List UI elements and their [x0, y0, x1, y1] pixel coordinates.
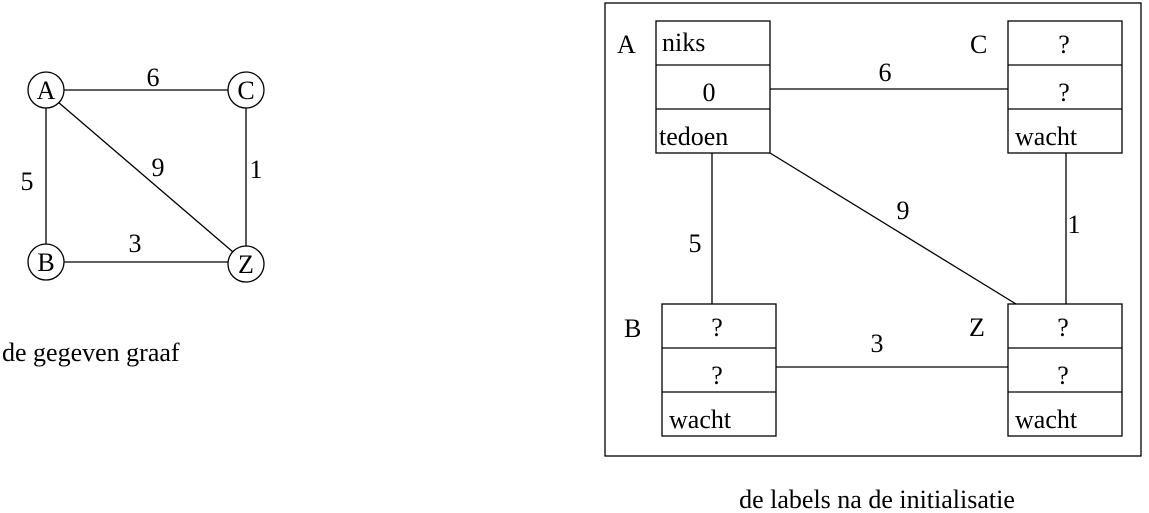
label-weight-c-z: 1	[1068, 210, 1081, 239]
label-edge-a-z	[769, 152, 1017, 305]
label-box-c-dist: ?	[1058, 78, 1070, 107]
graph-weight-c-z: 1	[250, 155, 263, 184]
labels-frame	[604, 2, 1142, 457]
graph-weight-a-c: 6	[147, 63, 160, 92]
label-box-b-name: B	[624, 314, 641, 343]
label-box-a-status: tedoen	[659, 122, 728, 151]
label-box-c-status: wacht	[1015, 122, 1078, 151]
label-weight-a-c: 6	[879, 58, 892, 87]
graph-caption: de gegeven graaf	[2, 338, 180, 367]
label-box-z-status: wacht	[1015, 405, 1078, 434]
graph-node-a: A	[27, 71, 65, 109]
label-box-a-prev: niks	[662, 28, 705, 57]
graph-node-z-label: Z	[238, 250, 254, 279]
label-box-z-name: Z	[969, 313, 985, 342]
graph-weight-a-z: 9	[152, 153, 165, 182]
given-graph: A C B Z 6 5 9 1 3 de gegeven graaf	[2, 63, 265, 367]
graph-edge-a-z	[57, 101, 234, 253]
graph-weight-a-b: 5	[21, 167, 34, 196]
label-box-c: C ? ? wacht	[970, 20, 1123, 154]
label-box-z-prev: ?	[1057, 313, 1069, 342]
graph-node-b: B	[27, 243, 65, 281]
labels-caption: de labels na de initialisatie	[739, 485, 1015, 513]
label-box-c-prev: ?	[1058, 30, 1070, 59]
label-box-z-dist: ?	[1057, 361, 1069, 390]
label-box-b-status: wacht	[669, 405, 732, 434]
label-box-b-prev: ?	[711, 313, 723, 342]
label-box-a-name: A	[617, 30, 636, 59]
label-box-a-dist: 0	[703, 78, 716, 107]
label-box-a: A niks 0 tedoen	[617, 20, 771, 154]
graph-node-a-label: A	[37, 76, 56, 105]
graph-node-c-label: C	[237, 76, 254, 105]
graph-node-b-label: B	[37, 248, 54, 277]
graph-node-z: Z	[227, 245, 265, 283]
label-weight-a-b: 5	[689, 229, 702, 258]
label-weight-a-z: 9	[897, 196, 910, 225]
graph-weight-b-z: 3	[129, 229, 142, 258]
label-box-b: B ? ? wacht	[624, 303, 777, 437]
graph-node-c: C	[227, 71, 265, 109]
label-box-z: Z ? ? wacht	[969, 303, 1123, 437]
labels-diagram: A niks 0 tedoen C ? ? wacht B ? ? wacht	[604, 2, 1142, 457]
label-box-c-name: C	[970, 30, 987, 59]
label-box-b-dist: ?	[711, 361, 723, 390]
label-weight-b-z: 3	[871, 329, 884, 358]
